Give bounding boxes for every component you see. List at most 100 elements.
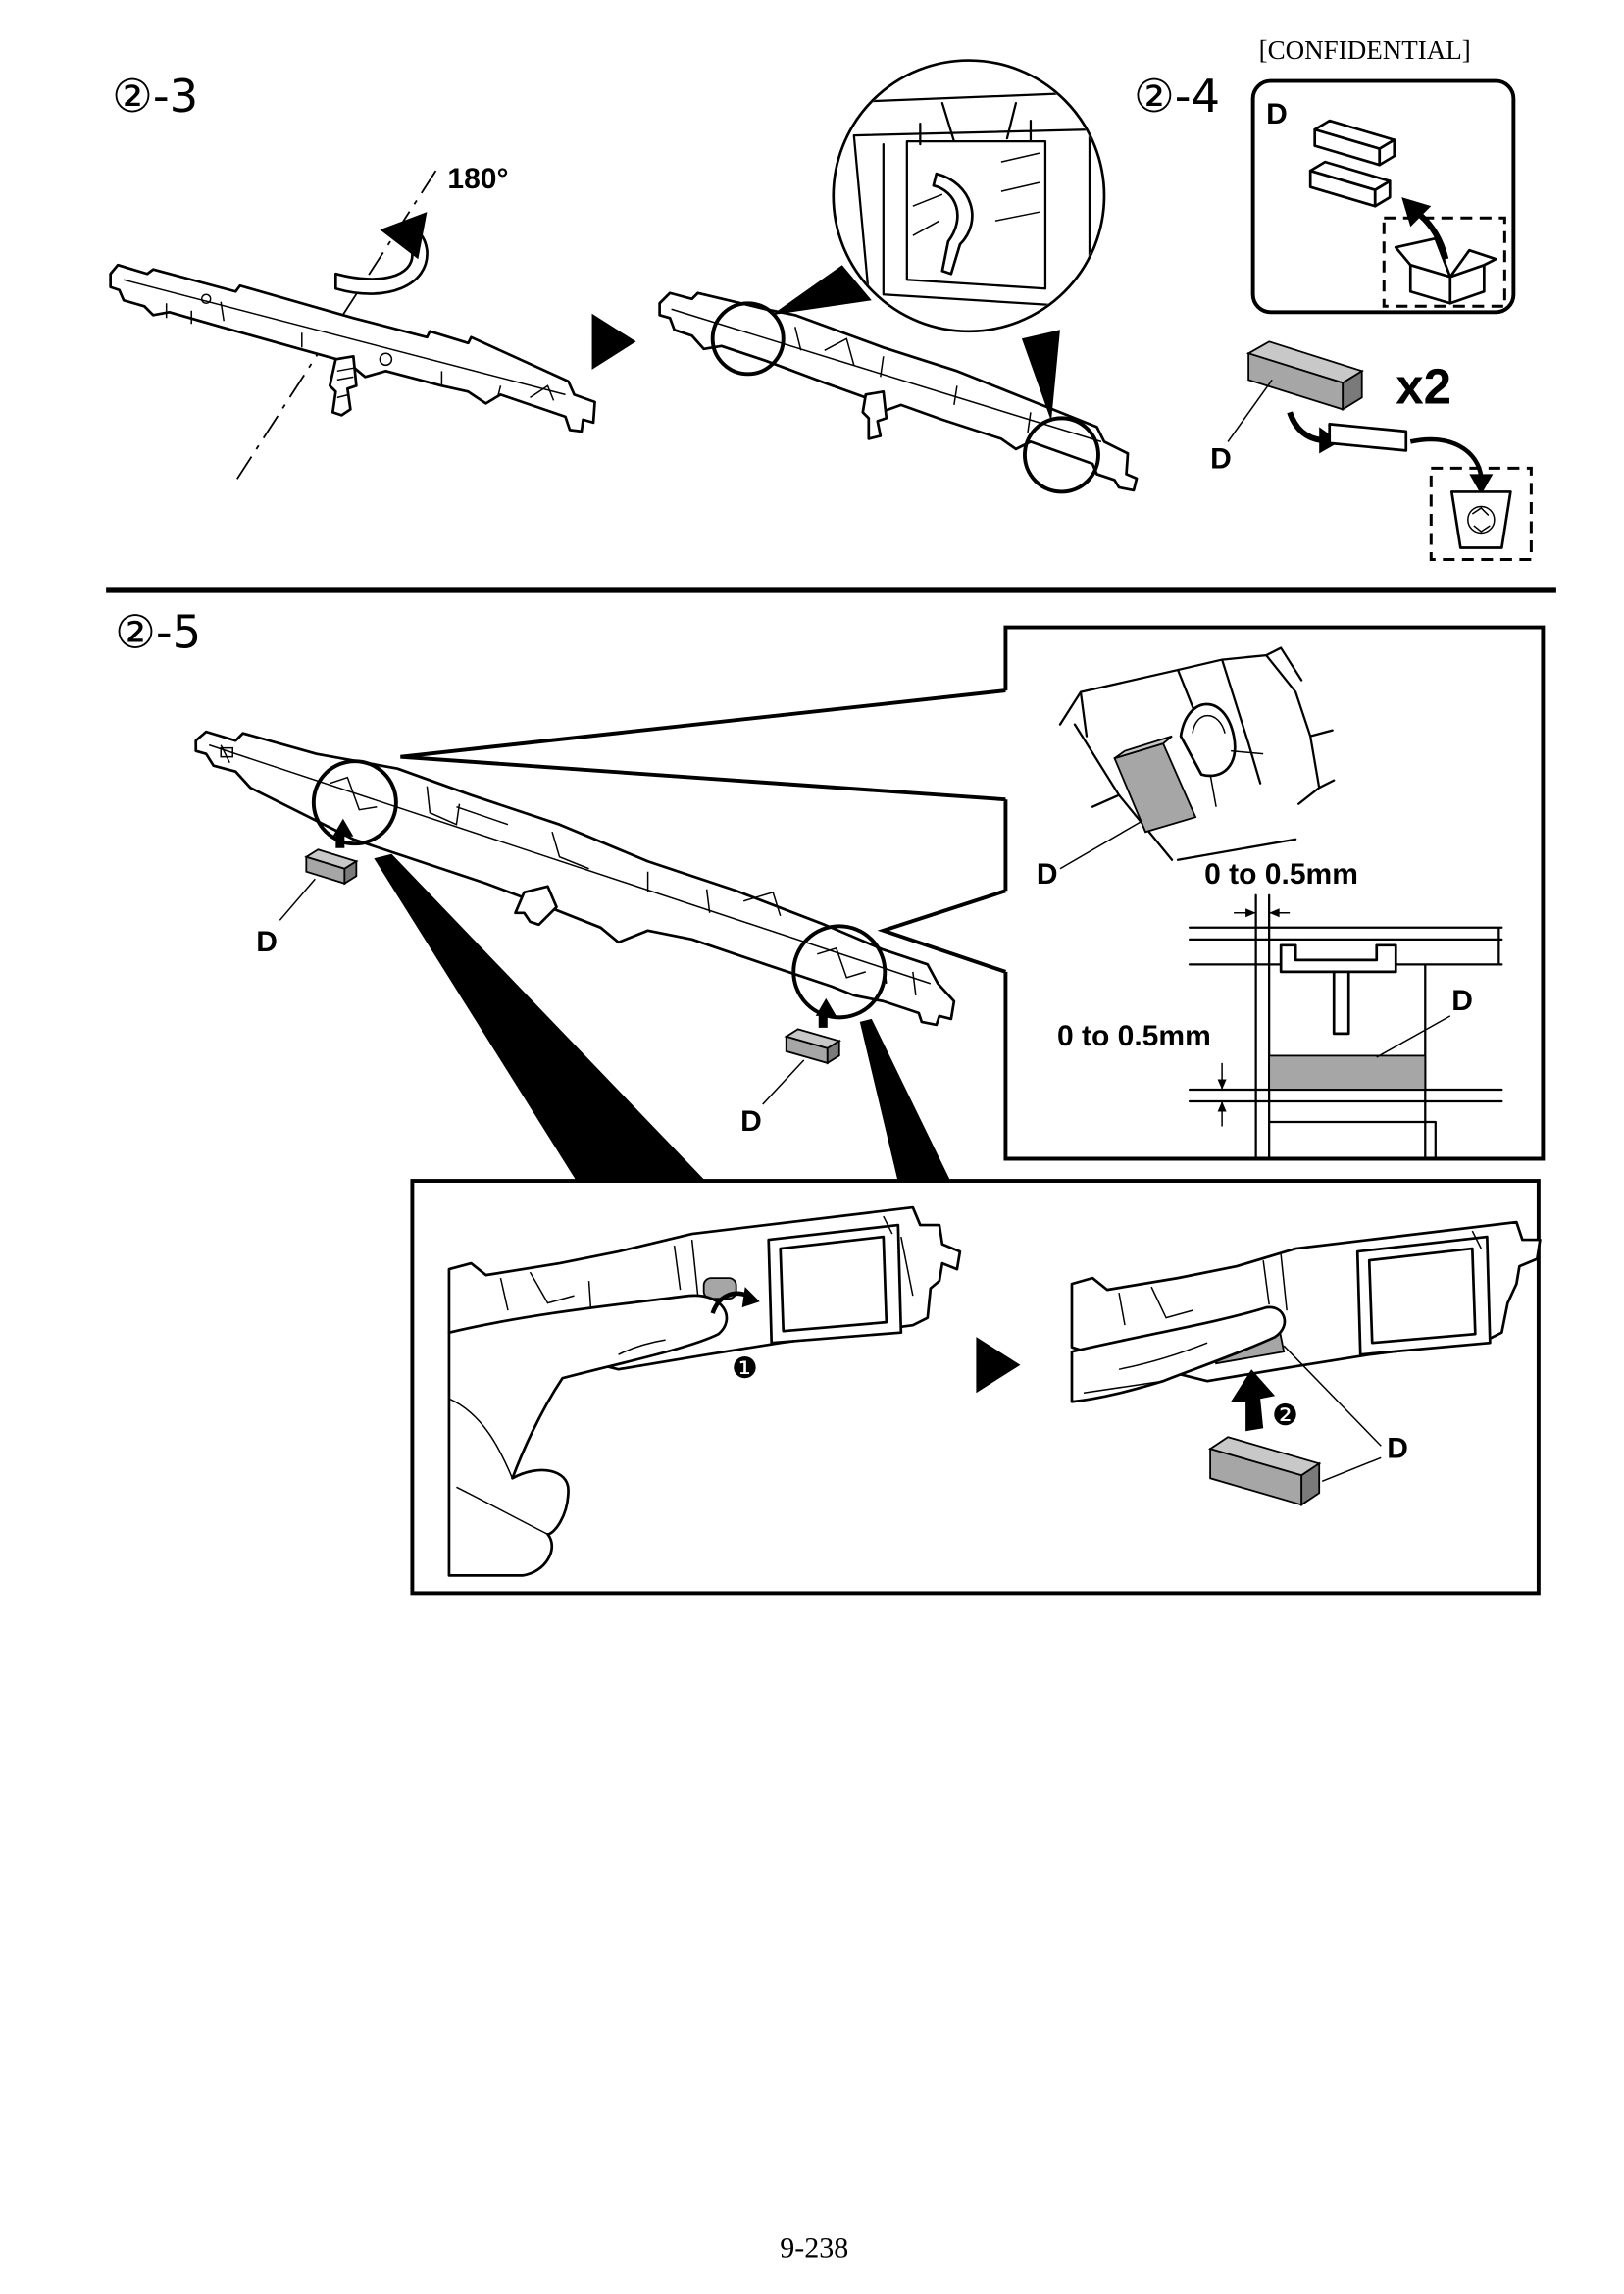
magnifier-circle (832, 59, 1106, 333)
procedure-step-2: ❷ D (1070, 1220, 1542, 1506)
install-target-left (311, 759, 398, 846)
rail-outline (194, 730, 956, 1027)
step-2-3-rail-after (658, 291, 1139, 494)
detail-part-d-leader (1059, 821, 1142, 870)
backing-strip (1328, 423, 1408, 452)
rail-connector (328, 354, 358, 417)
rail-slot (220, 746, 233, 758)
detail-block-d (1113, 742, 1197, 834)
take-out-arrow-head (1401, 197, 1432, 228)
rail-connector (861, 389, 888, 440)
zoom-wedge-left-bottom (374, 853, 707, 1183)
hand-right-creases (1083, 1342, 1208, 1394)
quantity-label: x2 (1396, 358, 1451, 414)
bracket-shading (912, 152, 1040, 236)
right-block-d (784, 997, 841, 1065)
rotation-label: 180° (447, 163, 508, 195)
bracket-lines (835, 89, 1103, 311)
unpack-parts-panel: D (1250, 78, 1516, 315)
rail-detail (123, 279, 566, 401)
zoom-wedge-right-bottom (859, 1018, 951, 1183)
foam-block-2 (1308, 160, 1392, 208)
detail-bracket-lines (1058, 646, 1336, 861)
section-block-d (1268, 1054, 1427, 1091)
step1-marker: ❶ (732, 1351, 758, 1386)
procedure-frame (410, 1179, 1541, 1596)
section-tab (1279, 943, 1397, 974)
hand-left (447, 1294, 729, 1577)
rail-hole (200, 293, 212, 305)
foam-block-1 (1313, 119, 1396, 167)
rotation-arrow-head (380, 212, 428, 260)
next-step-arrow (591, 313, 636, 370)
foam-block-d (1245, 340, 1364, 411)
procedure-next-arrow (976, 1337, 1021, 1394)
detail-callout-frame (400, 625, 1546, 1161)
procedure-block-d (1207, 1436, 1322, 1506)
right-part-d-leader (762, 1059, 805, 1105)
zoom-wedge-right (1021, 330, 1060, 422)
recycle-bin-area (1429, 466, 1533, 561)
part-d-leader (1227, 379, 1273, 442)
bracket-lever (932, 172, 974, 276)
step-2-3-number: ②-3 (112, 70, 198, 123)
gap-v-dimension (1213, 1062, 1270, 1127)
detail-part-d-label: D (1037, 858, 1058, 891)
procedure-part-d-label: D (1387, 1432, 1408, 1464)
rail-detail (671, 308, 1102, 443)
hand-left-creases (448, 1339, 666, 1536)
rail-connector-detail (336, 367, 354, 399)
section-part-d-label: D (1451, 985, 1473, 1017)
section-pin (1332, 970, 1350, 1036)
left-part-d-leader (279, 878, 316, 921)
right-part-d-label: D (740, 1105, 762, 1138)
gap-horizontal-label: 0 to 0.5mm (1204, 858, 1358, 891)
unpack-part-label: D (1266, 98, 1288, 130)
recycle-bin-icon (1449, 490, 1512, 549)
hand-right (1070, 1305, 1287, 1403)
insert-arrow-left (332, 818, 354, 848)
peel-backing-illustration (1287, 411, 1494, 495)
install-target-right (791, 924, 888, 1020)
procedure-box: ❶ ❷ D (410, 1179, 1542, 1596)
insert-arrow (1231, 1369, 1276, 1432)
step-2-5-number: ②-5 (115, 606, 201, 659)
detail-bracket-roller (1179, 702, 1237, 778)
cardboard-box-icon (1394, 236, 1497, 305)
parts-box-area (1382, 216, 1506, 308)
zoom-wedge-left (771, 265, 872, 316)
zoom-wedges-bottom (374, 853, 951, 1183)
bracket-detail (1118, 1230, 1483, 1326)
discard-arrow (1409, 436, 1484, 478)
gap-vertical-label: 0 to 0.5mm (1057, 1020, 1211, 1052)
step-2-3-rail-before (109, 263, 596, 433)
recycle-symbol-icon (1467, 505, 1496, 535)
detail-bracket-view (1058, 646, 1336, 861)
step2-marker: ❷ (1272, 1399, 1298, 1433)
procedure-part-d-leaders (1283, 1345, 1382, 1482)
step-2-4-number: ②-4 (1134, 70, 1220, 123)
zoom-target-left (710, 301, 786, 377)
rotation-arrow (333, 212, 429, 295)
section-view (1188, 893, 1503, 1160)
detail-callout: D 0 to 0.5mm D 0 to 0.5mm (400, 625, 1546, 1161)
magnified-detail (835, 89, 1103, 311)
page-number: 9-238 (780, 2231, 848, 2264)
rail-outline (658, 291, 1139, 492)
zoom-target-right (1022, 416, 1100, 494)
rail-hole (379, 352, 393, 367)
procedure-step-1: ❶ (447, 1205, 962, 1577)
discard-arrow-head (1469, 474, 1494, 495)
insert-arrow-right (815, 997, 837, 1028)
part-d-label: D (1210, 442, 1232, 475)
left-block-d (304, 818, 359, 886)
step-2-5-rail (194, 730, 956, 1027)
peel-arrow (1287, 411, 1323, 443)
rail-connector (514, 885, 558, 927)
rail-outline (109, 263, 596, 433)
magnified-bracket-view (832, 59, 1106, 333)
section-part-d-leader (1376, 1015, 1451, 1058)
left-part-d-label: D (256, 926, 278, 958)
unpack-panel-frame (1250, 78, 1516, 315)
